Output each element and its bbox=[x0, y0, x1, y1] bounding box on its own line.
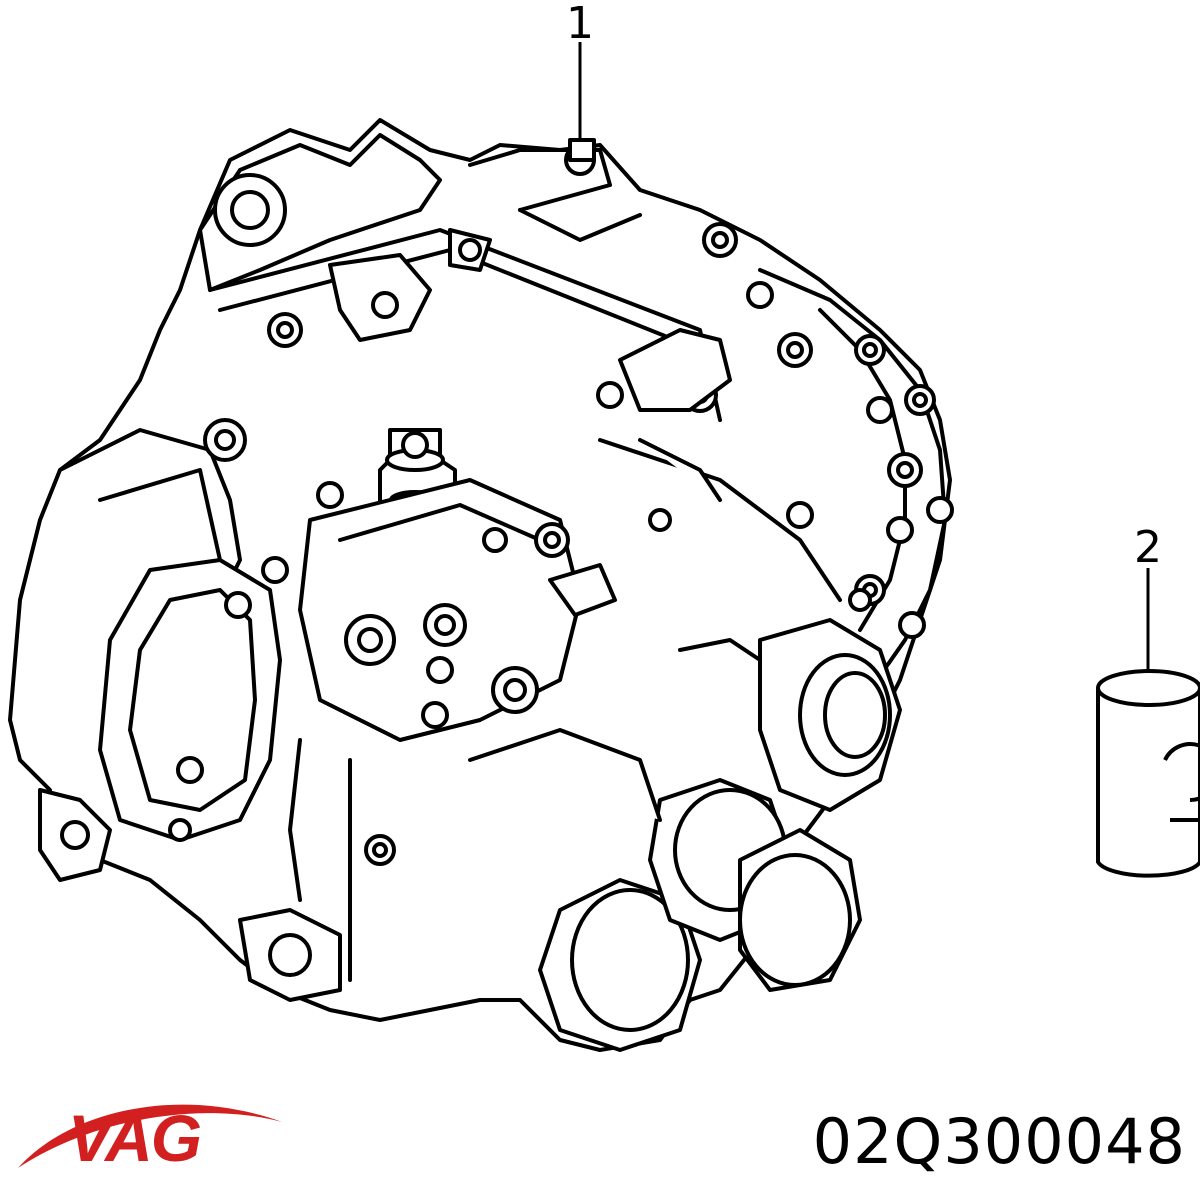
fluid-can-illustration[interactable] bbox=[1096, 669, 1200, 878]
callout-2-label: 2 bbox=[1134, 522, 1162, 573]
brand-logo: VAG bbox=[68, 1101, 202, 1175]
logo-swoosh-icon bbox=[18, 1104, 282, 1168]
gearbox-illustration[interactable] bbox=[8, 118, 954, 1052]
part-number: 02Q300048 bbox=[812, 1105, 1186, 1178]
callout-1-label: 1 bbox=[566, 0, 594, 49]
